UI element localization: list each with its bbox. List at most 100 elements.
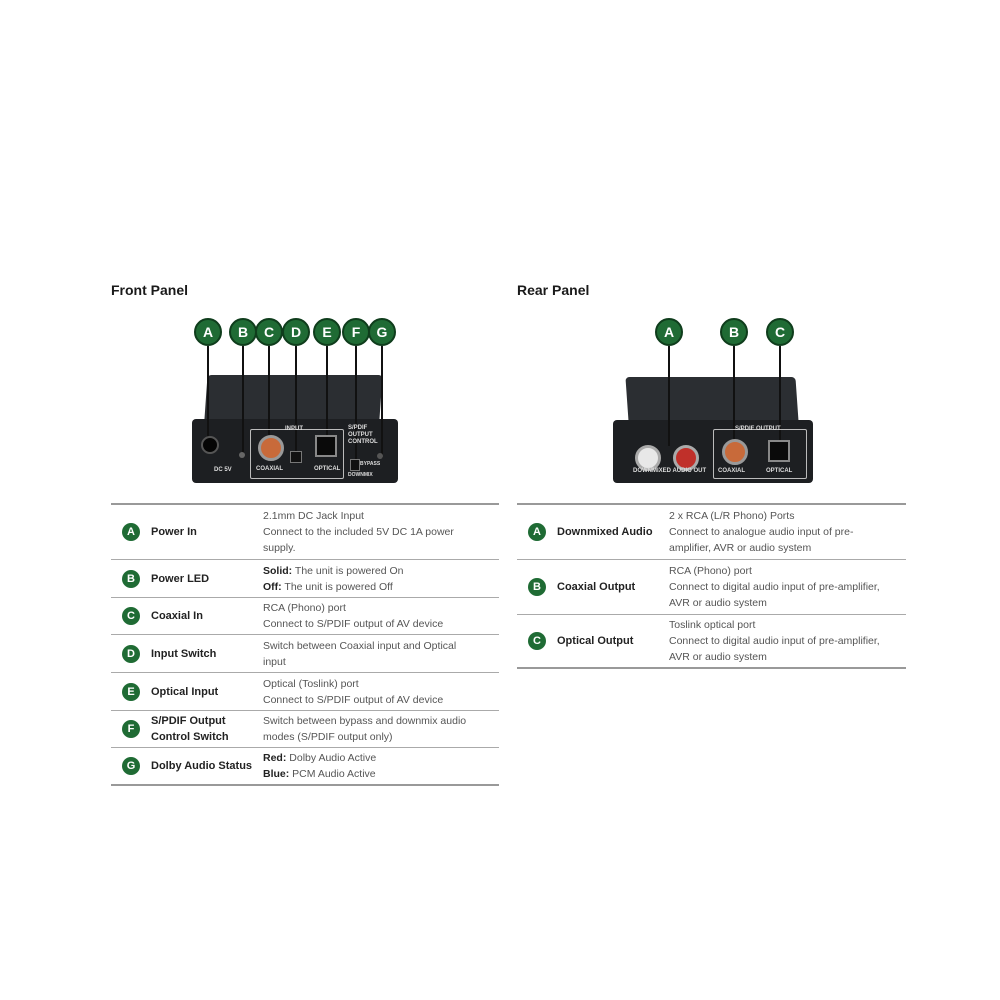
front-callout-b: B <box>229 318 257 346</box>
front-dolby-led <box>377 453 383 459</box>
rear-badge-c: C <box>528 632 546 650</box>
front-label-input: INPUT <box>285 426 303 432</box>
rear-badge-a: A <box>528 523 546 541</box>
rear-rca-right <box>673 445 699 471</box>
front-row-f-line-2: modes (S/PDIF output only) <box>263 731 393 743</box>
rear-row-b: B Coaxial Output RCA (Phono) port Connec… <box>517 560 906 615</box>
front-row-a-line-3: supply. <box>263 542 296 554</box>
front-callout-d: D <box>282 318 310 346</box>
rear-spdif-box <box>713 429 807 479</box>
front-row-f-desc: Switch between bypass and downmix audio … <box>263 713 499 745</box>
front-row-c-line-1: RCA (Phono) port <box>263 602 346 614</box>
front-callout-a: A <box>194 318 222 346</box>
front-power-led <box>239 452 245 458</box>
front-row-c-line-2: Connect to S/PDIF output of AV device <box>263 618 444 630</box>
rear-row-a-line-2: Connect to analogue audio input of pre- <box>669 526 854 538</box>
rear-badge-b: B <box>528 578 546 596</box>
rear-optical-port <box>768 440 790 462</box>
rear-row-a-name: Downmixed Audio <box>557 526 653 538</box>
front-row-c: C Coaxial In RCA (Phono) port Connect to… <box>111 598 499 635</box>
front-badge-f: F <box>122 720 140 738</box>
front-input-switch <box>290 451 302 463</box>
front-row-c-desc: RCA (Phono) port Connect to S/PDIF outpu… <box>263 600 499 632</box>
front-label-output: OUTPUT <box>348 432 373 438</box>
rear-label-coaxial: COAXIAL <box>718 468 745 474</box>
front-row-e-desc: Optical (Toslink) port Connect to S/PDIF… <box>263 676 499 708</box>
rear-panel-table: A Downmixed Audio 2 x RCA (L/R Phono) Po… <box>517 503 906 669</box>
rear-row-b-line-1: RCA (Phono) port <box>669 565 752 577</box>
rear-row-c-line-3: AVR or audio system <box>669 651 767 663</box>
front-label-optical: OPTICAL <box>314 466 341 472</box>
front-callout-e: E <box>313 318 341 346</box>
front-row-d-line-2: input <box>263 655 286 668</box>
front-row-a-line-2: Connect to the included 5V DC 1A power <box>263 526 454 538</box>
rear-row-b-name: Coaxial Output <box>557 581 636 593</box>
rear-label-downmixed: DOWNMIXED AUDIO OUT <box>633 468 707 474</box>
rear-row-c-line-2: Connect to digital audio input of pre-am… <box>669 635 880 647</box>
front-lead-g <box>381 346 383 458</box>
front-badge-c: C <box>122 607 140 625</box>
rear-lead-b <box>733 346 735 446</box>
front-lead-a <box>207 346 209 444</box>
rear-row-a: A Downmixed Audio 2 x RCA (L/R Phono) Po… <box>517 505 906 560</box>
rear-callout-b: B <box>720 318 748 346</box>
rear-row-c: C Optical Output Toslink optical port Co… <box>517 615 906 669</box>
front-row-a-line-1: 2.1mm DC Jack Input <box>263 510 364 522</box>
front-row-g: G Dolby Audio Status Red: Dolby Audio Ac… <box>111 748 499 786</box>
front-label-downmix: DOWNMIX <box>348 472 373 478</box>
front-row-f: F S/PDIF Output Control Switch Switch be… <box>111 711 499 748</box>
front-label-bypass: BYPASS <box>360 461 381 467</box>
front-coaxial-port <box>258 435 284 461</box>
front-row-g-line-2: Blue: PCM Audio Active <box>263 768 376 780</box>
front-row-d-name: Input Switch <box>151 647 217 660</box>
rear-row-c-name: Optical Output <box>557 635 634 647</box>
rear-row-c-desc: Toslink optical port Connect to digital … <box>669 617 906 665</box>
front-badge-g: G <box>122 757 140 775</box>
front-label-coaxial: COAXIAL <box>256 466 283 472</box>
rear-panel-diagram: A B C DOWNMIXED AUDIO OUT S/PDIF OUTPUT … <box>605 315 820 490</box>
front-callout-f: F <box>342 318 370 346</box>
front-lead-f <box>355 346 357 466</box>
rear-coaxial-port <box>722 439 748 465</box>
front-row-g-line-1: Red: Dolby Audio Active <box>263 752 377 764</box>
front-row-a-desc: 2.1mm DC Jack Input Connect to the inclu… <box>263 508 499 556</box>
rear-panel-title: Rear Panel <box>517 282 590 298</box>
front-row-f-name-line-2: Control Switch <box>151 731 229 743</box>
rear-label-spdif-output: S/PDIF OUTPUT <box>735 426 781 432</box>
front-lead-d <box>295 346 297 462</box>
front-callout-g: G <box>368 318 396 346</box>
front-row-g-desc: Red: Dolby Audio Active Blue: PCM Audio … <box>263 750 499 782</box>
front-row-d: D Input Switch Switch between Coaxial in… <box>111 635 499 673</box>
front-lead-b <box>242 346 244 454</box>
front-row-c-name: Coaxial In <box>151 610 203 622</box>
rear-lead-a <box>668 346 670 446</box>
front-row-e-name: Optical Input <box>151 685 219 698</box>
front-label-dc: DC 5V <box>214 467 232 473</box>
front-row-d-desc: Switch between Coaxial input and Optical… <box>263 638 499 670</box>
rear-row-a-line-3: amplifier, AVR or audio system <box>669 542 812 554</box>
front-panel-diagram: A B C D E F G DC 5V INPUT COAXIAL OPTICA… <box>180 315 410 490</box>
rear-lead-c <box>779 346 781 446</box>
front-badge-d: D <box>122 644 140 663</box>
front-row-f-name: S/PDIF Output Control Switch <box>151 713 263 745</box>
front-row-f-name-line-1: S/PDIF Output <box>151 715 226 727</box>
front-row-g-name: Dolby Audio Status <box>151 760 253 772</box>
rear-row-c-line-1: Toslink optical port <box>669 619 756 631</box>
rear-row-b-desc: RCA (Phono) port Connect to digital audi… <box>669 563 906 611</box>
front-panel-table: A Power In 2.1mm DC Jack Input Connect t… <box>111 503 499 786</box>
rear-row-a-line-1: 2 x RCA (L/R Phono) Ports <box>669 510 795 522</box>
front-row-b-desc: Solid: The unit is powered On Off: The u… <box>263 563 499 595</box>
front-lead-c <box>268 346 270 442</box>
front-dc-jack <box>201 436 219 454</box>
front-label-control: CONTROL <box>348 439 378 445</box>
front-label-spdif: S/PDIF <box>348 425 368 431</box>
front-badge-b: B <box>122 569 140 588</box>
front-badge-e: E <box>122 682 140 701</box>
rear-row-b-line-3: AVR or audio system <box>669 597 767 609</box>
front-lead-e <box>326 346 328 441</box>
front-row-e-line-1: Optical (Toslink) port <box>263 677 359 690</box>
rear-row-a-desc: 2 x RCA (L/R Phono) Ports Connect to ana… <box>669 508 906 556</box>
front-row-f-line-1: Switch between bypass and downmix audio <box>263 715 467 727</box>
rear-label-optical: OPTICAL <box>766 468 793 474</box>
front-panel-title: Front Panel <box>111 282 189 298</box>
